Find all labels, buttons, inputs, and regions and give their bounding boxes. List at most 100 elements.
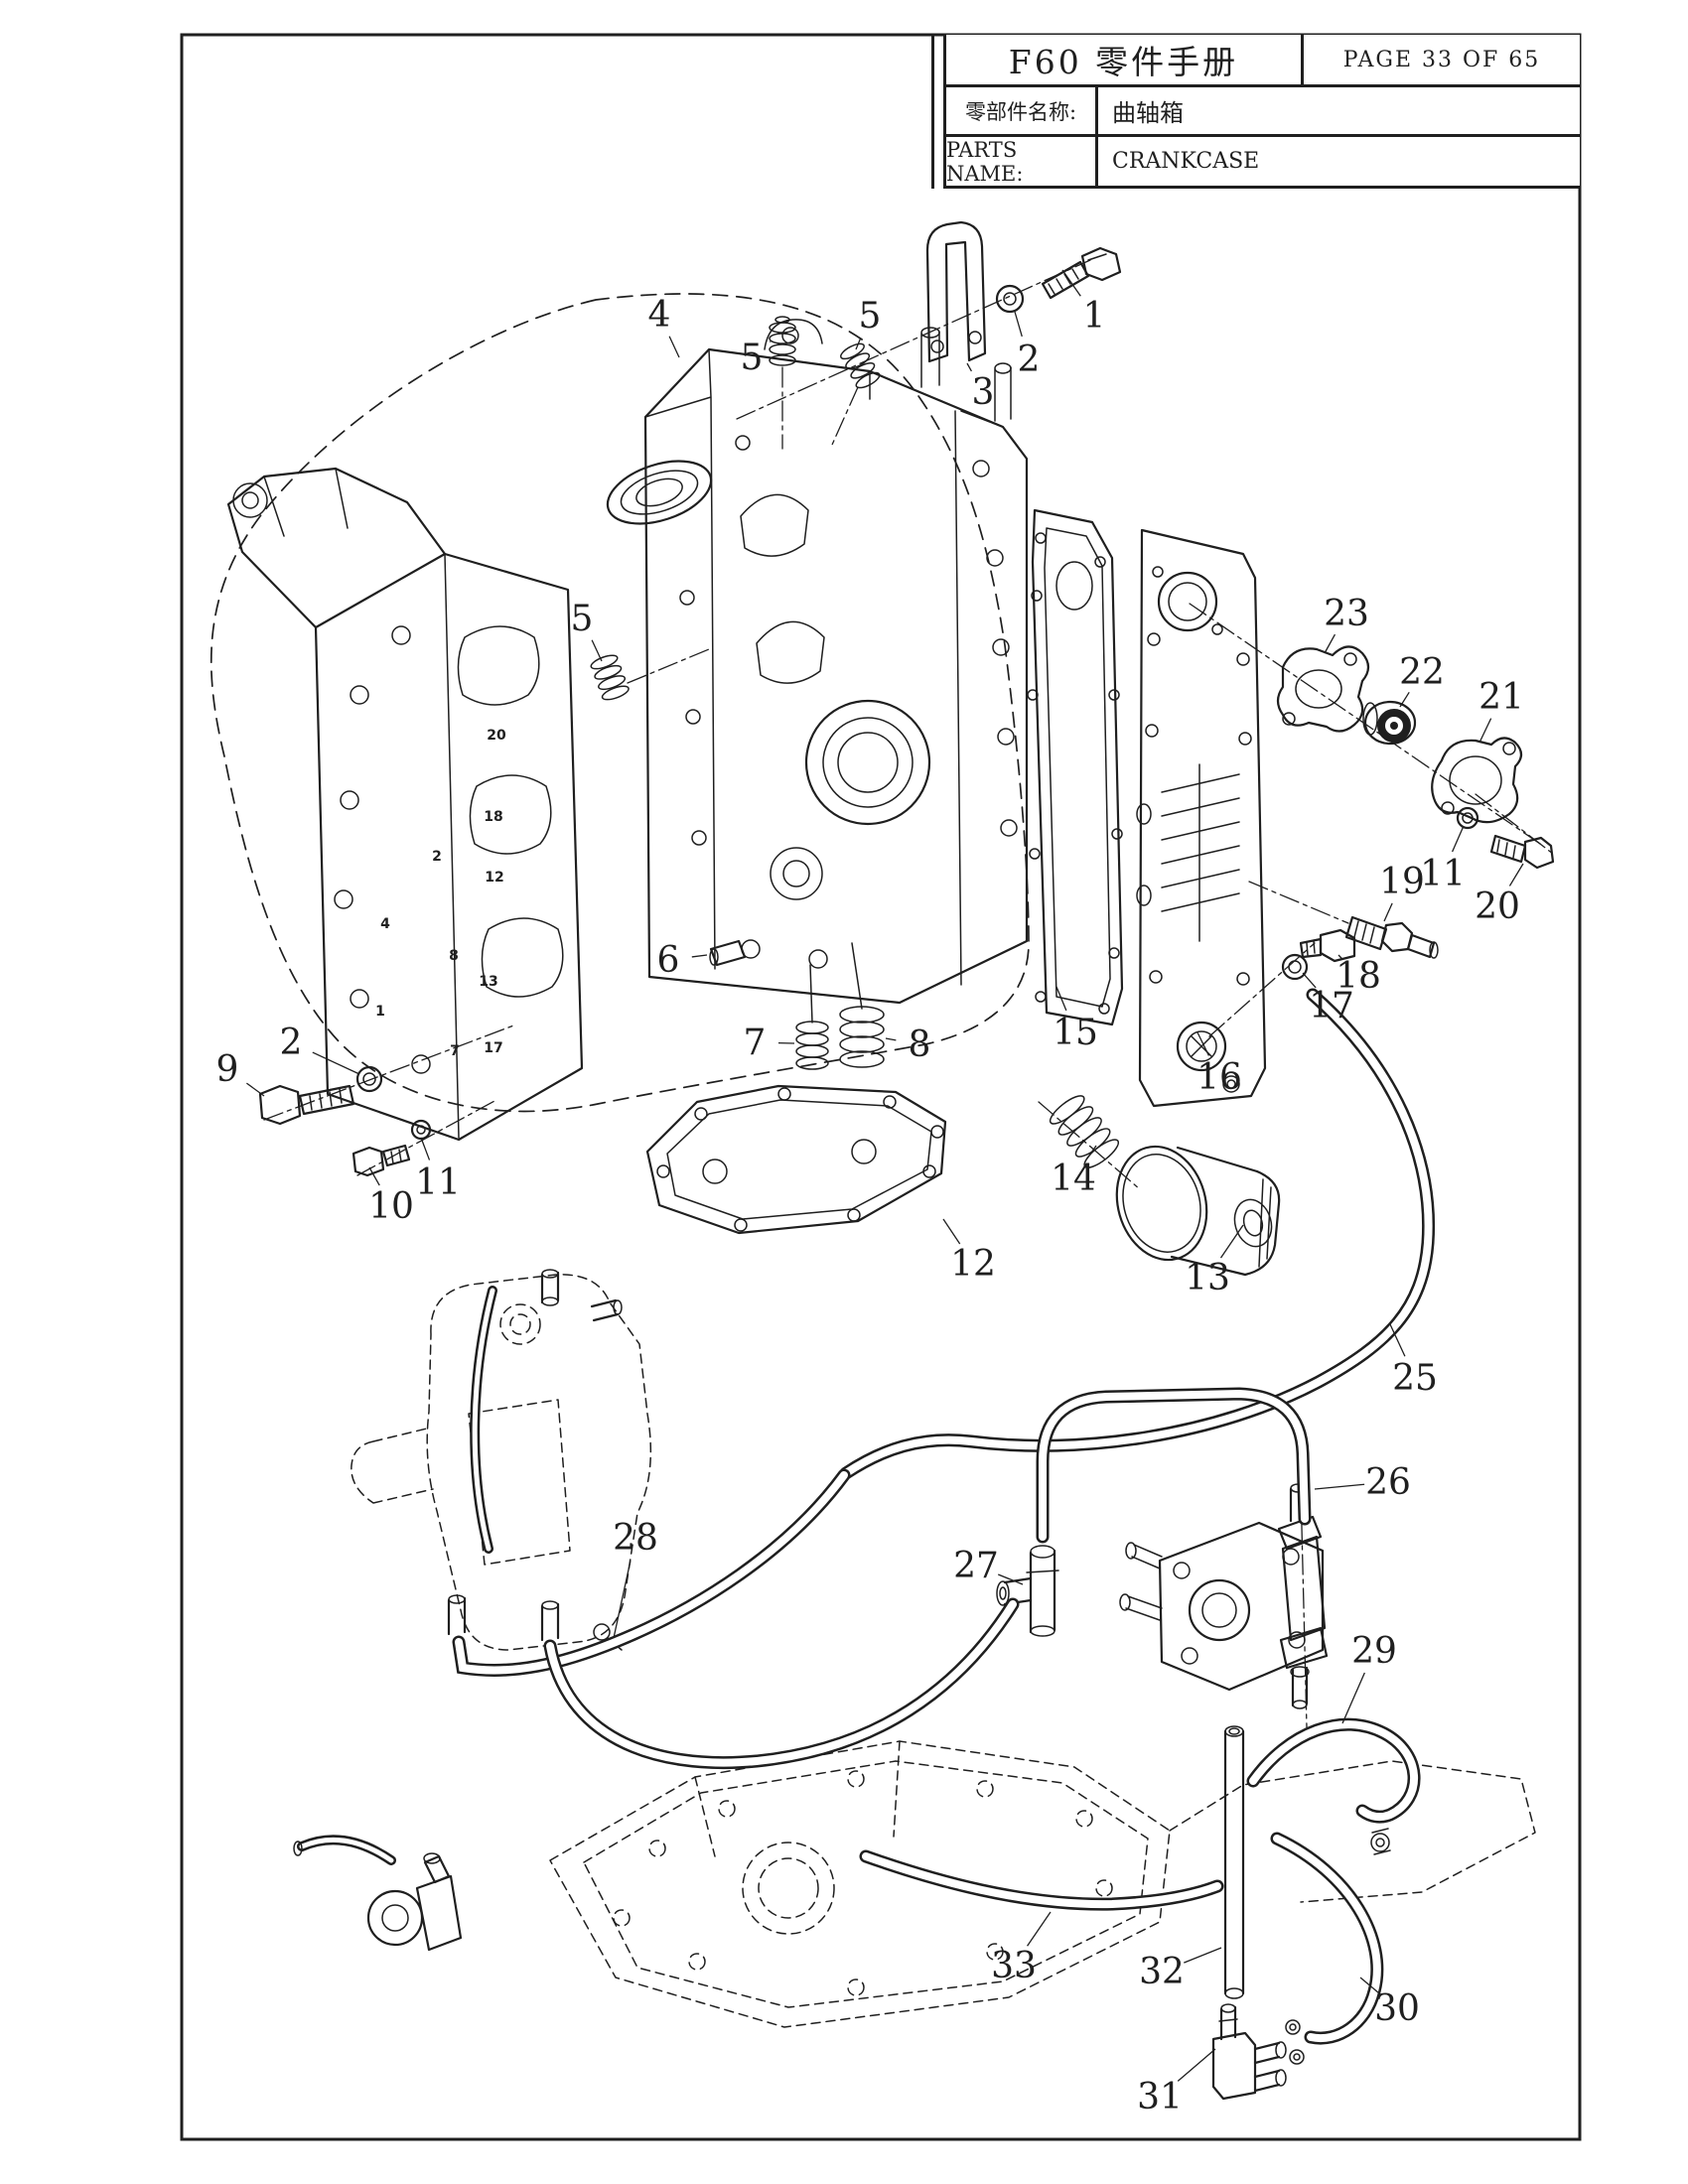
casting-mark-7: 7 xyxy=(450,1043,460,1059)
hose-30 xyxy=(1270,1832,1384,2045)
hose-29 xyxy=(1246,1717,1421,1824)
callout-leader-13 xyxy=(1219,1224,1244,1259)
callout-7-8: 7 xyxy=(744,1023,767,1063)
hose-33 xyxy=(859,1849,1224,1911)
part-name-label-cn: 零部件名称: xyxy=(946,87,1098,134)
assembly-axes xyxy=(263,259,1554,1190)
callout-leader-31 xyxy=(1177,2048,1216,2082)
callout-leader-8 xyxy=(885,1037,897,1041)
fuel-pump xyxy=(1119,1483,1329,1728)
casting-mark-4: 4 xyxy=(380,916,390,932)
spring-5-top-left xyxy=(769,316,796,366)
gasket-15 xyxy=(1027,508,1124,1026)
washer-17 xyxy=(1281,953,1309,981)
callout-leader-21 xyxy=(1478,718,1492,744)
callout-16-18: 16 xyxy=(1196,1057,1242,1098)
callout-19-21: 19 xyxy=(1379,862,1425,902)
casting-mark-18: 18 xyxy=(484,809,502,825)
callout-leader-27 xyxy=(998,1573,1024,1585)
spring-14 xyxy=(1049,1095,1120,1168)
casting-mark-12: 12 xyxy=(485,870,503,886)
spring-7 xyxy=(795,964,829,1070)
callout-leader-18 xyxy=(1337,954,1342,960)
manual-title: F60 零件手册 xyxy=(946,35,1304,84)
callout-5-6: 5 xyxy=(571,599,594,639)
callout-leader-5 xyxy=(855,337,862,350)
callout-leader-20 xyxy=(1508,863,1524,887)
callout-14-16: 14 xyxy=(1051,1159,1096,1199)
spring-5-left xyxy=(590,654,630,701)
callout-17-19: 17 xyxy=(1309,986,1354,1026)
callout-11-22: 11 xyxy=(1420,854,1466,894)
callout-5-4: 5 xyxy=(741,338,764,378)
callout-leader-10 xyxy=(368,1166,380,1186)
callout-32-34: 32 xyxy=(1139,1952,1185,1992)
callout-leader-5 xyxy=(769,341,772,343)
callout-22-25: 22 xyxy=(1399,652,1445,693)
hose-25 xyxy=(839,988,1436,1480)
callout-leader-3 xyxy=(966,362,972,372)
callout-2-11: 2 xyxy=(280,1023,303,1063)
callout-26-28: 26 xyxy=(1365,1462,1411,1503)
callout-leader-19 xyxy=(1383,902,1393,922)
bolt-9 xyxy=(258,1084,355,1126)
callout-leader-4 xyxy=(668,336,680,358)
callout-10-12: 10 xyxy=(368,1186,414,1227)
bolt-20 xyxy=(1489,834,1555,870)
hose-28 xyxy=(452,1468,1020,1770)
callout-20-23: 20 xyxy=(1475,887,1520,927)
callout-leader-14 xyxy=(1086,1145,1097,1160)
callout-leader-6 xyxy=(691,954,708,958)
callout-5-5: 5 xyxy=(859,296,882,337)
page-indicator: PAGE 33 OF 65 xyxy=(1342,47,1541,72)
part-name-label-en: PARTS NAME: xyxy=(946,137,1098,186)
callout-13-15: 13 xyxy=(1185,1258,1230,1298)
callout-leader-2 xyxy=(1014,311,1023,338)
thermostat-22 xyxy=(1362,700,1417,746)
cooler-plate-16 xyxy=(1136,528,1267,1108)
bolt-1 xyxy=(1041,246,1122,300)
callout-leader-9 xyxy=(246,1082,265,1097)
callout-leader-32 xyxy=(1184,1947,1222,1964)
part-name-value-cn: 曲轴箱 xyxy=(1112,99,1184,127)
callout-leader-25 xyxy=(1389,1323,1406,1357)
callout-leader-22 xyxy=(1399,691,1410,708)
spring-5-top-right xyxy=(840,342,881,389)
crankcase-half-left xyxy=(226,467,584,1142)
crankcase-region-outline xyxy=(210,293,1030,1113)
hose-26 xyxy=(1036,1387,1312,1544)
callout-leader-33 xyxy=(1027,1911,1052,1947)
callout-leader-15 xyxy=(1055,986,1067,1012)
callout-leader-29 xyxy=(1341,1672,1365,1724)
washer-2-left xyxy=(355,1065,383,1093)
gasket-12 xyxy=(645,1084,947,1235)
part-name-value-en: CRANKCASE xyxy=(1112,149,1260,174)
pan-fitting xyxy=(293,1835,463,1952)
callout-leader-28 xyxy=(613,1561,632,1639)
casting-mark-2: 2 xyxy=(432,849,442,865)
oil-pan xyxy=(549,1740,1536,2028)
hose-clamp xyxy=(1370,1828,1391,1855)
callout-4-3: 4 xyxy=(648,295,671,336)
washer-2-top xyxy=(995,284,1025,314)
bolt-10 xyxy=(352,1144,411,1177)
callout-29-31: 29 xyxy=(1351,1631,1397,1672)
thermostat-cover-21 xyxy=(1431,737,1523,824)
callout-15-17: 15 xyxy=(1053,1013,1098,1053)
callout-28-30: 28 xyxy=(613,1518,658,1559)
callout-8-9: 8 xyxy=(909,1024,931,1065)
callout-leader-11 xyxy=(1452,825,1465,853)
callout-leader-12 xyxy=(942,1218,961,1245)
vapor-separator xyxy=(351,1269,652,1651)
callout-27-29: 27 xyxy=(953,1546,999,1586)
oil-filter-13 xyxy=(1115,1145,1281,1277)
casting-mark-8: 8 xyxy=(449,948,459,964)
fitting-19 xyxy=(1344,915,1439,959)
cylinder-block xyxy=(606,319,1029,1005)
casting-mark-20: 20 xyxy=(487,728,506,744)
callout-leader-1 xyxy=(1061,269,1081,297)
